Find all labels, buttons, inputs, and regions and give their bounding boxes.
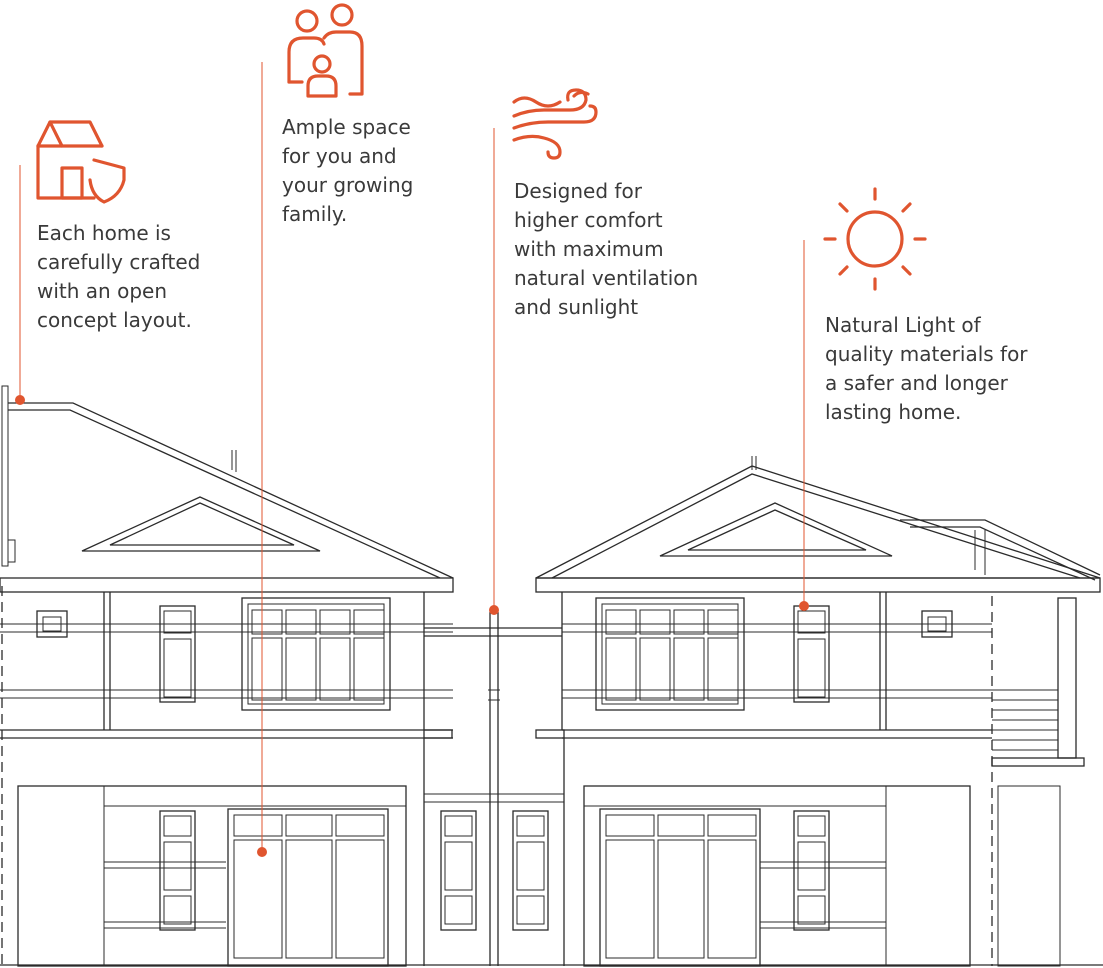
family-icon (287, 3, 364, 98)
right-house (535, 456, 1101, 967)
house-shield-icon (36, 120, 126, 204)
sun-icon (823, 187, 927, 291)
feature-text-ventilation: Designed for higher comfort with maximum… (514, 179, 699, 319)
wind-icon (512, 88, 598, 160)
leader-dot-4 (799, 601, 809, 611)
leader-dot-2 (257, 847, 267, 857)
callout-leaders (15, 62, 809, 857)
leader-dot-1 (15, 395, 25, 405)
connector-section (423, 612, 565, 966)
left-house (0, 385, 454, 967)
feature-text-natural-light: Natural Light of quality materials for a… (825, 313, 1028, 424)
feature-text-open-layout: Each home is carefully crafted with an o… (37, 221, 201, 332)
leader-dot-3 (489, 605, 499, 615)
feature-text-ample-space: Ample space for you and your growing fam… (282, 115, 414, 226)
